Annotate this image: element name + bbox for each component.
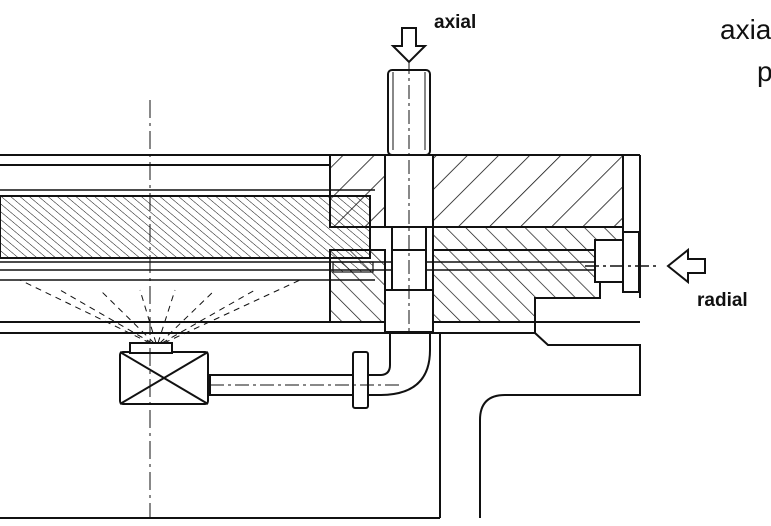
- hatched-block-upper: [329, 154, 624, 228]
- elbow-pipe: [209, 332, 431, 409]
- side-text-1: axia: [720, 14, 771, 45]
- side-text-2: p: [757, 56, 771, 87]
- axial-label: axial: [434, 12, 477, 33]
- spray-nozzle: [119, 342, 209, 405]
- axial-bolt: [384, 60, 434, 390]
- hatched-block-lower: [329, 226, 624, 323]
- radial-channel: [0, 231, 660, 293]
- spindle-bar: [0, 189, 375, 281]
- arrow-left-icon: [666, 247, 706, 285]
- radial-label: radial: [697, 290, 748, 311]
- spray-lines: [19, 279, 301, 344]
- arrow-down-icon: [390, 27, 428, 64]
